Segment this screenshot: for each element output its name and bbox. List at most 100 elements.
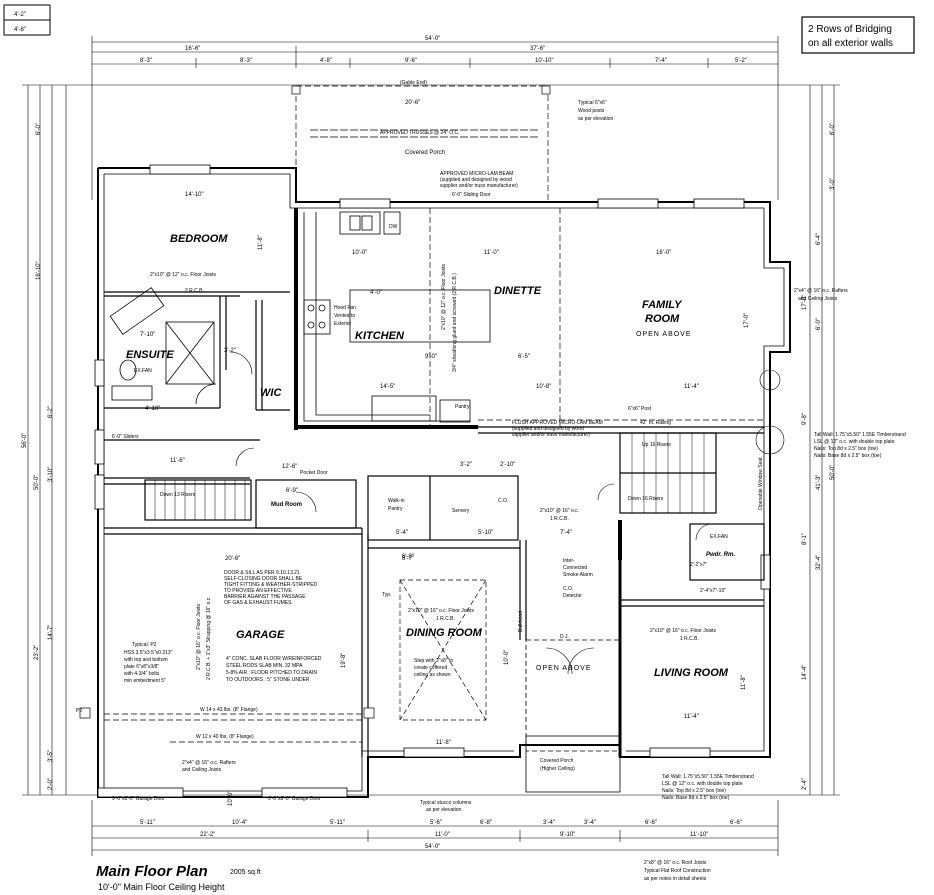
tall-wall-note-bottom: Tall Wall: 1.75"x5.50" 1.55E Timberstran… (662, 774, 754, 780)
bottom-dim-segment: 11'-0" (435, 832, 450, 838)
right-dim: 17'-0" (802, 295, 808, 310)
living-width: 11'-4" (684, 714, 699, 720)
kitchen-joist-note: 2"x10" @ 12" o.c. Floor Joists (441, 264, 447, 330)
top-dim-detail: 9'-6" (405, 58, 417, 64)
stucco-note: as per elevation (426, 807, 462, 813)
tall-wall-note-bottom: LSL @ 12" o.c. with double top plate (662, 781, 743, 787)
door-sill-note: SELF-CLOSING DOOR SHALL BE (224, 576, 303, 582)
room-label-wic: WIC (260, 387, 282, 399)
top-dim-detail: 4'-8" (320, 58, 332, 64)
servery-dim: 7'-4" (560, 530, 572, 536)
plan-area: 2005 sq.ft (230, 869, 261, 876)
top-total-dimension: 54'-0" (425, 36, 440, 42)
garage-height: 19'-8" (341, 653, 347, 668)
bridging-note-line-1: 2 Rows of Bridging (808, 24, 892, 35)
micro-lam-note: supplier and/or truss manufacturer) (440, 183, 518, 189)
garage-door-note-1: 9'-0"x8'-0" Garage Door (112, 796, 165, 802)
bottom-dim-detail: 3'-4" (584, 820, 596, 826)
open-above-label-2: OPEN ABOVE (536, 665, 592, 672)
slab-note: 4" CONC. SLAB FLOOR W/REINFORCED (226, 656, 322, 662)
flush-beam (429, 208, 764, 427)
bottom-dim-segment: 11'-10" (690, 832, 708, 838)
room-label-ensuite: ENSUITE (126, 349, 174, 361)
door-sill-note: BARRIER AGAINST THE PASSAGE (224, 594, 306, 600)
flush-beam-note: FLUSH APPROVED MICRO-LAM BEAM (512, 420, 603, 426)
top-dim-detail: 10'-10" (535, 58, 554, 64)
room-label-bedroom: BEDROOM (170, 233, 228, 245)
dining-rcb-note: 1 R.C.B. (436, 616, 455, 622)
room-label-dining-room: DINING ROOM (406, 627, 483, 639)
door-sill-note: DOOR & SILL AS PER 9.10.13.21 (224, 570, 300, 576)
room-label-covered-porch: Covered Porch (405, 150, 445, 156)
window-seat-note: Openable Window Seat (758, 457, 764, 510)
bedroom-width: 14'-10" (185, 192, 204, 198)
kitchen-dim: 9'-0" (425, 354, 437, 360)
hss-note: with top and bottom (124, 657, 168, 663)
room-label-servery: Servery (452, 508, 470, 514)
garage-rafters-note: 2"x4" @ 16" o.c. Rafters (182, 760, 236, 766)
step-ceiling-note: Step with 2"x8" to (414, 658, 453, 664)
corner-box-line-2: 4'-8" (14, 27, 26, 33)
room-label-powder: Pwdr. Rm. (706, 552, 735, 558)
powder-dim: 2'-2"x7" (690, 562, 707, 568)
garage-width: 20'-6" (225, 556, 240, 562)
bottom-dimension-lines (91, 800, 779, 856)
flush-beam-note: supplier and/or truss manufacturer) (512, 432, 590, 438)
wood-post-note: Wood posts (578, 108, 605, 114)
top-dimension-lines (91, 36, 779, 200)
family-height: 17'-0" (744, 313, 750, 328)
left-dim: 2'-0" (48, 778, 54, 790)
living-rcb-note: 1 R.C.B. (680, 636, 699, 642)
dinette-dim: 10'-8" (536, 384, 551, 390)
servery-dim: 5'-10" (478, 530, 493, 536)
smoke-alarm-note: Smoke Alarm (563, 572, 593, 578)
top-dim-detail: 8'-3" (140, 58, 152, 64)
co-detector-note: Detector (563, 593, 582, 599)
corner-size-box: 4'-2" 4'-8" (3, 4, 51, 36)
bottom-dim-detail: 3'-4" (543, 820, 555, 826)
room-label-front-porch-sub: (Higher Ceiling) (540, 766, 575, 772)
dishwasher-label: DW (389, 224, 398, 230)
co-label: C.O. (498, 498, 508, 504)
roof-joist-note: Typical Flat Roof Construction (644, 868, 711, 874)
bottom-dim-segment: 9'-10" (560, 832, 575, 838)
door-swings (229, 351, 785, 675)
room-label-walkin: Walk-in (388, 498, 405, 504)
plan-subtitle: 10'-0" Main Floor Ceiling Height (98, 882, 225, 892)
garage-joist-note: 2 R.C.B. + 1"x3" Strapping @ 16" o.c. (206, 596, 212, 680)
bridging-note-box: 2 Rows of Bridging on all exterior walls (801, 16, 915, 54)
interior-walls (104, 208, 765, 793)
smoke-alarm-note: Connected (563, 565, 587, 571)
hss-note: min embedment 5" (124, 678, 166, 684)
left-dim: 50'-0" (34, 475, 40, 490)
bottom-dim-detail: 5'-11" (330, 820, 345, 826)
right-dim: 50'-0" (830, 465, 836, 480)
room-label-family: FAMILY (642, 299, 683, 311)
living-joist-note: 2"x10" @ 16" o.c. Floor Joists (650, 628, 716, 634)
smoke-alarm-note: Inter- (563, 558, 575, 564)
tall-wall-note-top: Tall Wall: 1.75"x5.50" 1.55E Timberstran… (814, 432, 906, 438)
bottom-dim-detail: 5'-11" (140, 820, 155, 826)
dj-note: D.J. (560, 634, 569, 640)
right-dim: 2'-4" (802, 778, 808, 790)
porch-width-dim: 20'-6" (405, 100, 420, 106)
dining-dim: 6'-7" (402, 556, 414, 562)
kitchen-width: 10'-0" (352, 250, 367, 256)
right-dim: 8'-1" (802, 533, 808, 545)
step-ceiling-note: ceiling as shown (414, 672, 451, 678)
left-dim: 14'-7" (48, 625, 54, 640)
mud-dim: 12'-6" (282, 464, 297, 470)
room-label-living-room: LIVING ROOM (654, 667, 729, 679)
powder-dim: 2'-4"x7"-10" (700, 588, 726, 594)
kitchen-counters (303, 211, 491, 423)
servery-dim: 5'-4" (396, 530, 408, 536)
dining-dim: 10'-0" (504, 650, 510, 665)
railing-note: 42" ht. Railing (640, 420, 671, 426)
micro-lam-note: APPROVED MICRO-LAM BEAM (440, 171, 513, 177)
stucco-note: Typical stucco columns (420, 800, 472, 806)
exfan-note-2: EX.FAN (710, 534, 728, 540)
w12-beam-note: W 12 x 40 lbs. (8" Flange) (196, 734, 254, 740)
ensuite-width: 7'-10" (140, 332, 155, 338)
left-dim: 16'-10" (36, 261, 42, 280)
step-ceiling-note: create coffered (414, 665, 447, 671)
